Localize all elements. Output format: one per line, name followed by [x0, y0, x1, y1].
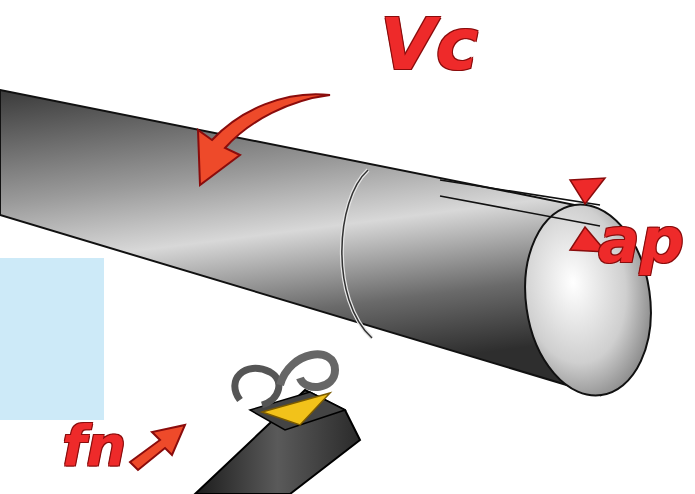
feed-arrow: [130, 425, 185, 470]
cut-shoulder-edge: [342, 170, 372, 338]
dimension-arrow: [570, 178, 605, 204]
tool-seat: [250, 392, 345, 430]
tool-holder: [195, 390, 360, 494]
rotation-arrow: [198, 94, 330, 185]
dimension-line: [440, 196, 600, 226]
symbol-label: Vc: [380, 8, 478, 80]
symbol-label: fn: [62, 418, 126, 474]
cut-shoulder: [342, 170, 372, 338]
symbol-label: ap: [598, 210, 684, 272]
chip: [235, 368, 279, 405]
workpiece-body: [0, 90, 600, 395]
chip: [280, 354, 335, 387]
side-panel: [0, 258, 104, 420]
